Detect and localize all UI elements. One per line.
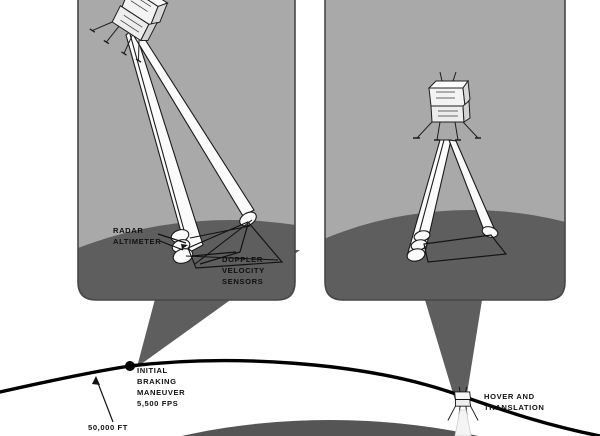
footprint-quad — [423, 234, 508, 263]
altitude-annotation: 50,000 FT — [88, 376, 128, 432]
lunar-module-landing — [447, 386, 479, 422]
altitude-leader — [95, 377, 114, 423]
hover-label-line-1: HOVER AND — [484, 392, 535, 401]
descent-plume — [454, 409, 472, 436]
lunar-module-hover — [413, 71, 481, 141]
left-panel-annotations: RADAR ALTIMETER DOPPLER VELOCITY SENSORS — [113, 223, 265, 286]
initial-braking-line-3: MANEUVER — [137, 388, 185, 397]
beam-footprint-4 — [239, 211, 257, 227]
lunar-module-braking — [89, 0, 169, 63]
initial-braking-annotation: INITIAL BRAKING MANEUVER 5,500 FPS — [137, 366, 185, 408]
left-panel-border — [77, 0, 296, 301]
trajectory-path — [0, 358, 600, 436]
initial-braking-line-2: BRAKING — [137, 377, 177, 386]
radar-altimeter-label-line-1: RADAR — [113, 226, 143, 235]
initial-braking-point-marker — [125, 361, 135, 371]
sensor-beams — [406, 139, 508, 263]
hover-phase-panel — [324, 0, 566, 301]
initial-braking-line-4: 5,500 FPS — [137, 399, 178, 408]
lunar-surface — [181, 420, 479, 436]
radar-altimeter-label-line-2: ALTIMETER — [113, 237, 161, 246]
footprint-diagonals — [185, 219, 279, 265]
beam-footprint-3 — [406, 248, 426, 262]
sensor-beams — [125, 29, 284, 269]
hover-translation-annotation: HOVER AND TRANSLATION — [484, 392, 544, 412]
radar-altimeter-arrowhead — [181, 244, 188, 249]
doppler-label-line-2: VELOCITY — [222, 266, 265, 275]
radar-altimeter-leader — [157, 233, 187, 251]
doppler-leaders — [191, 223, 249, 265]
doppler-label-line-3: SENSORS — [222, 277, 263, 286]
hover-label-line-2: TRANSLATION — [484, 403, 544, 412]
right-panel-border — [324, 0, 566, 301]
altitude-arrowhead — [92, 376, 100, 385]
doppler-label-line-1: DOPPLER — [222, 255, 263, 264]
descent-trajectory-curve — [0, 358, 600, 436]
initial-braking-line-1: INITIAL — [137, 366, 168, 375]
beam-footprint-4 — [481, 226, 499, 238]
altitude-label: 50,000 FT — [88, 423, 128, 432]
